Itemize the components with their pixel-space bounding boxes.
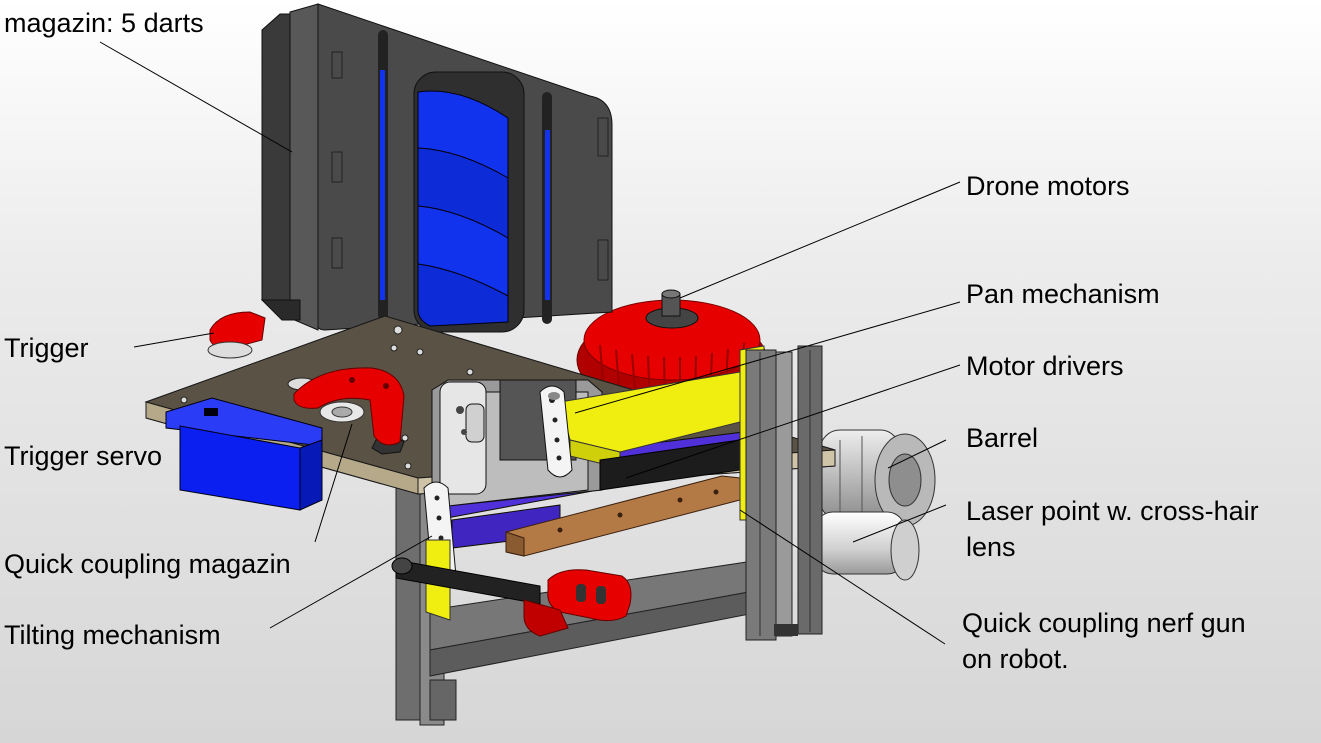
trigger-servo — [165, 397, 323, 511]
label-barrel: Barrel — [966, 423, 1039, 453]
leader-quick-coupling-gun — [739, 509, 946, 645]
leader-laser — [852, 504, 947, 543]
label-laser-line2: lens — [966, 532, 1016, 562]
quick-coupling-nerf-gun — [523, 569, 632, 637]
label-quick-coupling-gun-line2: on robot. — [962, 644, 1069, 674]
laser-pointer — [814, 511, 920, 581]
label-tilting-mechanism: Tilting mechanism — [4, 620, 221, 650]
label-pan-mechanism: Pan mechanism — [966, 279, 1160, 309]
label-trigger-servo: Trigger servo — [4, 441, 163, 471]
leader-drone-motors — [679, 181, 961, 299]
leader-barrel — [887, 439, 947, 469]
leader-trigger — [133, 332, 215, 348]
label-trigger: Trigger — [4, 333, 89, 363]
label-quick-coupling-magazine: Quick coupling magazin — [4, 549, 291, 579]
label-motor-drivers: Motor drivers — [966, 351, 1124, 381]
leader-quick-coupling-magazine — [314, 423, 353, 543]
label-drone-motors: Drone motors — [966, 171, 1130, 201]
leader-motor-drivers — [625, 364, 961, 479]
darts — [417, 90, 509, 327]
frame-front — [739, 345, 823, 641]
leader-pan-mechanism — [574, 301, 961, 414]
label-quick-coupling-gun-line1: Quick coupling nerf gun — [962, 608, 1246, 638]
trigger — [207, 311, 266, 359]
drone-motor — [576, 289, 768, 409]
barrel — [819, 429, 936, 527]
magazine — [260, 3, 613, 333]
leader-tilting-mechanism — [269, 535, 433, 629]
quick-coupling-magazine — [293, 367, 405, 446]
label-laser-line1: Laser point w. cross-hair — [966, 496, 1259, 526]
label-magazine: magazin: 5 darts — [4, 8, 204, 38]
leader-magazine — [99, 41, 293, 153]
leader-lines — [99, 41, 961, 645]
